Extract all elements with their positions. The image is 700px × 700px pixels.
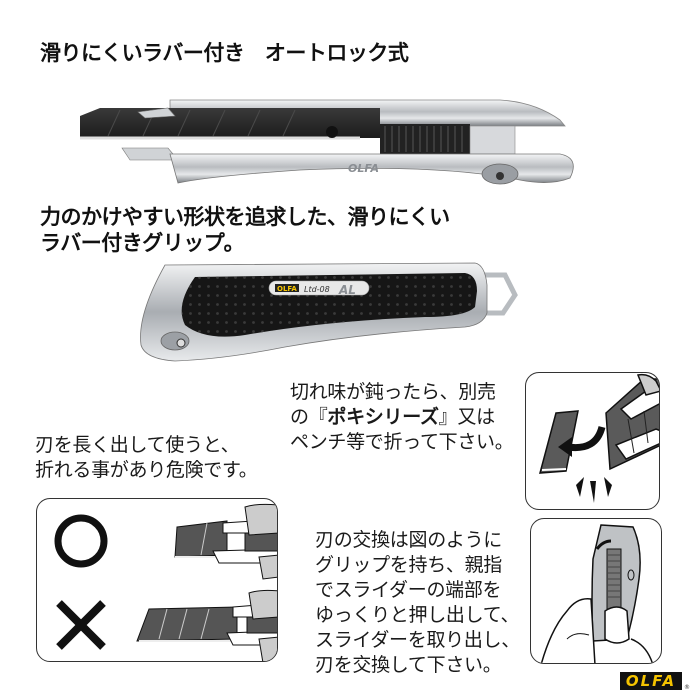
olfa-engraving: OLFA: [348, 162, 379, 175]
snap-blade-illustration-panel: [525, 372, 660, 510]
snap-instruction-line3: ペンチ等で折って下さい。: [290, 431, 514, 453]
warning-line1: 刃を長く出して使うと、: [35, 434, 240, 456]
warning-line2: 折れる事があり危険です。: [35, 459, 258, 481]
badge-suffix: AL: [338, 283, 356, 297]
replace-line-1: 刃の交換は図のように: [315, 529, 503, 551]
snap-line2-suffix: 』又は: [438, 406, 495, 428]
blade-length-comparison-illustration: [54, 503, 277, 661]
grip-heading-line1: 力のかけやすい形状を追求した、滑りにくい: [40, 205, 450, 229]
blade-length-comparison-panel: [36, 498, 278, 662]
snap-instruction-line2: の『ポキシリーズ』又は: [290, 405, 495, 430]
grip-heading-line2: ラバー付きグリップ。: [40, 231, 245, 255]
poki-series-name: ポキシリーズ: [327, 406, 439, 428]
badge-brand: OLFA: [277, 285, 297, 293]
auto-lock-heading: 滑りにくいラバー付き オートロック式: [40, 41, 409, 65]
replace-instructions: 刃の交換は図のように グリップを持ち、親指 でスライダーの端部を ゆっくりと押し…: [315, 528, 520, 678]
snap-blade-illustration: [539, 373, 659, 503]
correct-circle-icon: [54, 514, 108, 568]
replace-line-5: スライダーを取り出し、: [315, 629, 520, 651]
replace-line-2: グリップを持ち、親指: [315, 554, 503, 576]
olfa-logo-text: OLFA: [625, 672, 677, 690]
hand-holding-cutter-illustration: [540, 524, 654, 663]
replace-blade-illustration-panel: [530, 518, 662, 664]
replace-line-4: ゆっくりと押し出して、: [315, 604, 520, 626]
replace-line-3: でスライダーの端部を: [315, 579, 502, 601]
snap-instruction-line1: 切れ味が鈍ったら、別売: [290, 381, 496, 403]
cutter-side-view-image: OLFA: [60, 68, 580, 188]
cutter-grip-illustration: OLFA Ltd-08 AL: [140, 262, 518, 362]
snap-line2-prefix: の『: [290, 406, 328, 428]
registered-mark: ®: [684, 684, 690, 691]
replace-line-6: 刃を交換して下さい。: [315, 654, 502, 676]
cutter-side-view-illustration: OLFA: [80, 99, 574, 185]
olfa-logo: OLFA: [620, 672, 682, 690]
incorrect-cross-icon: [56, 600, 106, 650]
cutter-grip-view-image: OLFA Ltd-08 AL: [105, 255, 545, 365]
badge-model: Ltd-08: [304, 285, 330, 294]
